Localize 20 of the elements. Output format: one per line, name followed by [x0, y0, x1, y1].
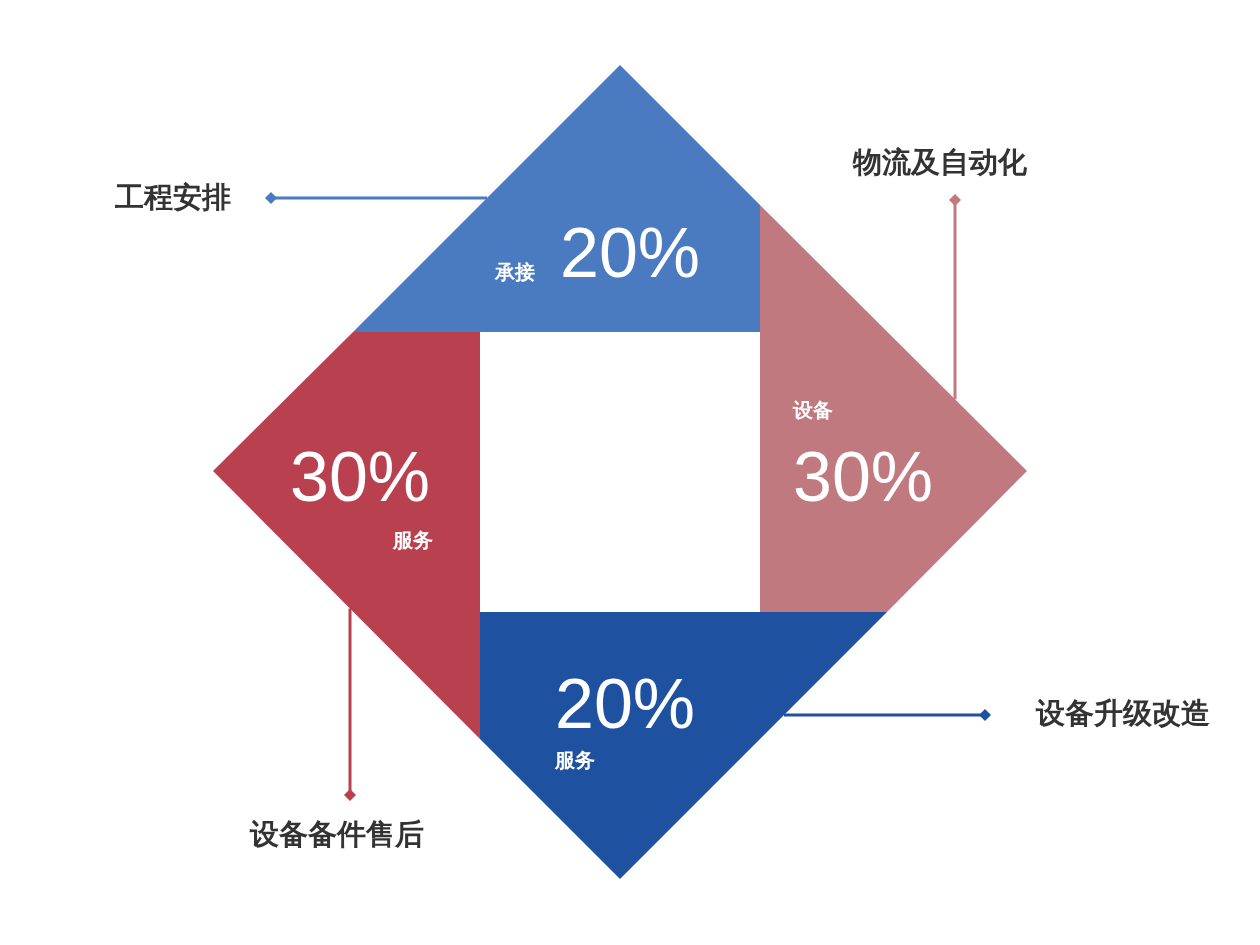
percentage-value: 20%	[555, 669, 696, 739]
segment-shape	[353, 65, 760, 332]
percentage-value: 30%	[793, 442, 934, 512]
segment-shape	[213, 332, 480, 739]
leader-line	[265, 192, 487, 204]
segment-shape	[760, 205, 1027, 612]
callout-label: 设备升级改造	[1036, 699, 1210, 728]
percentage-value: 30%	[290, 442, 431, 512]
callout-label: 工程安排	[115, 183, 231, 212]
segment-label: 承接	[495, 262, 535, 282]
leader-line	[344, 608, 356, 801]
segment-label: 服务	[555, 750, 595, 770]
segment-label: 设备	[793, 400, 833, 420]
callout-label: 设备备件售后	[250, 820, 424, 849]
segment-shape	[480, 612, 887, 879]
leader-line	[949, 194, 961, 400]
segment-label: 服务	[393, 530, 433, 550]
callout-label: 物流及自动化	[853, 148, 1027, 177]
leader-line	[784, 709, 991, 721]
percentage-value: 20%	[560, 218, 701, 288]
